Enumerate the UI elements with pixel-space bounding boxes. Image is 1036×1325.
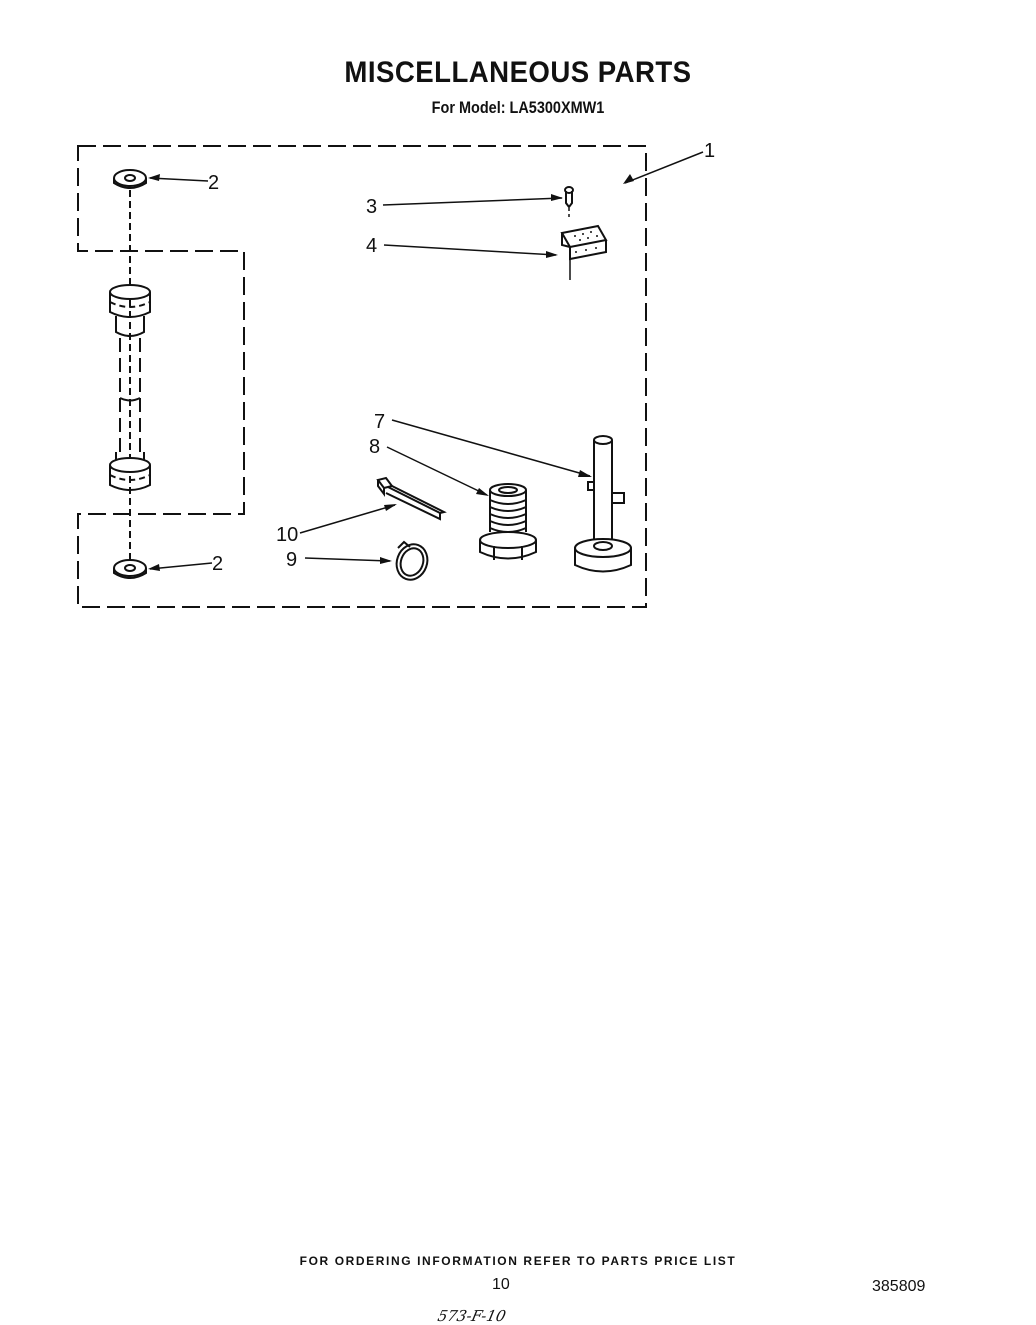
screw [564, 186, 574, 220]
callout-3: 3 [366, 196, 377, 218]
hose-clamp [395, 540, 429, 581]
model-subtitle: For Model: LA5300XMW1 [431, 98, 605, 117]
ordering-note: FOR ORDERING INFORMATION REFER TO PARTS … [299, 1254, 737, 1268]
fill-hose [109, 284, 151, 491]
leveling-leg [574, 435, 632, 573]
clip-bracket [560, 224, 608, 280]
callout-2-bottom: 2 [212, 553, 223, 575]
callout-10: 10 [276, 524, 298, 546]
kit-boundary [77, 145, 647, 608]
callout-8: 8 [369, 436, 380, 458]
tie-strap [376, 476, 447, 521]
callout-7: 7 [374, 411, 385, 433]
page-title: MISCELLANEOUS PARTS [344, 56, 692, 89]
drain-adapter [479, 483, 537, 560]
page-number: 10 [492, 1276, 510, 1293]
handwritten-code: 573-F-10 [436, 1307, 508, 1325]
washer-top [113, 169, 147, 189]
washer-bottom [113, 559, 147, 579]
callout-2-top: 2 [208, 172, 219, 194]
callout-9: 9 [286, 549, 297, 571]
document-number: 385809 [872, 1278, 926, 1295]
callout-1: 1 [704, 140, 715, 162]
callout-4: 4 [366, 235, 377, 257]
